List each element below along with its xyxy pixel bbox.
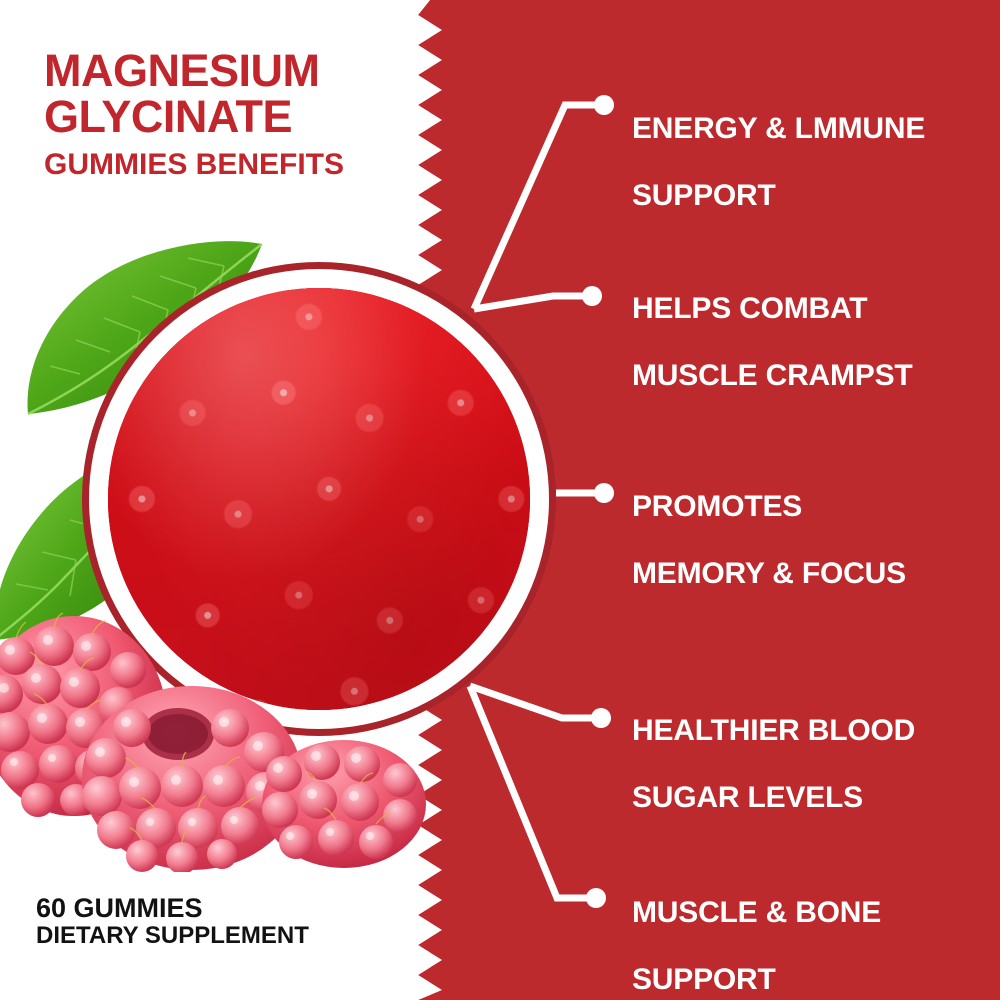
product-footer-info: 60 GUMMIES DIETARY SUPPLEMENT [36,893,309,950]
benefit-energy-immune-support: ENERGY & LMMUNE SUPPORT [632,78,925,212]
benefit-2-line-2: MUSCLE CRAMPST [632,358,913,392]
title-subtitle: GUMMIES BENEFITS [44,147,345,181]
benefit-4-line-1: HEALTHIER BLOOD [632,713,916,747]
title-line-1: MAGNESIUM [44,45,320,96]
raspberry-right-icon [262,740,426,868]
supplement-category-label: DIETARY SUPPLEMENT [36,922,309,950]
raspberry-center-icon [82,686,302,872]
benefit-5-line-2: SUPPORT [632,962,776,996]
benefit-3-line-1: PROMOTES [632,489,803,523]
gummy-bear-texture [108,288,530,710]
benefit-1-line-2: SUPPORT [632,178,776,212]
benefit-muscle-cramps: HELPS COMBAT MUSCLE CRAMPST [632,258,913,392]
benefit-muscle-bone-support: MUSCLE & BONE SUPPORT [632,862,881,996]
benefit-2-line-1: HELPS COMBAT [632,291,868,325]
gummy-bears-photo [108,288,530,710]
product-photo-circle [82,262,556,736]
gummy-count-label: 60 GUMMIES [36,893,203,923]
gummy-gloss-overlay [108,288,530,710]
benefit-memory-focus: PROMOTES MEMORY & FOCUS [632,456,906,590]
benefit-1-line-1: ENERGY & LMMUNE [632,111,926,145]
benefit-blood-sugar: HEALTHIER BLOOD SUGAR LEVELS [632,680,915,814]
title-line-2: GLYCINATE [44,90,293,142]
page-title: MAGNESIUM GLYCINATE GUMMIES BENEFITS [44,48,414,180]
benefit-3-line-2: MEMORY & FOCUS [632,556,906,590]
benefit-5-line-1: MUSCLE & BONE [632,895,882,929]
benefit-4-line-2: SUGAR LEVELS [632,780,863,814]
